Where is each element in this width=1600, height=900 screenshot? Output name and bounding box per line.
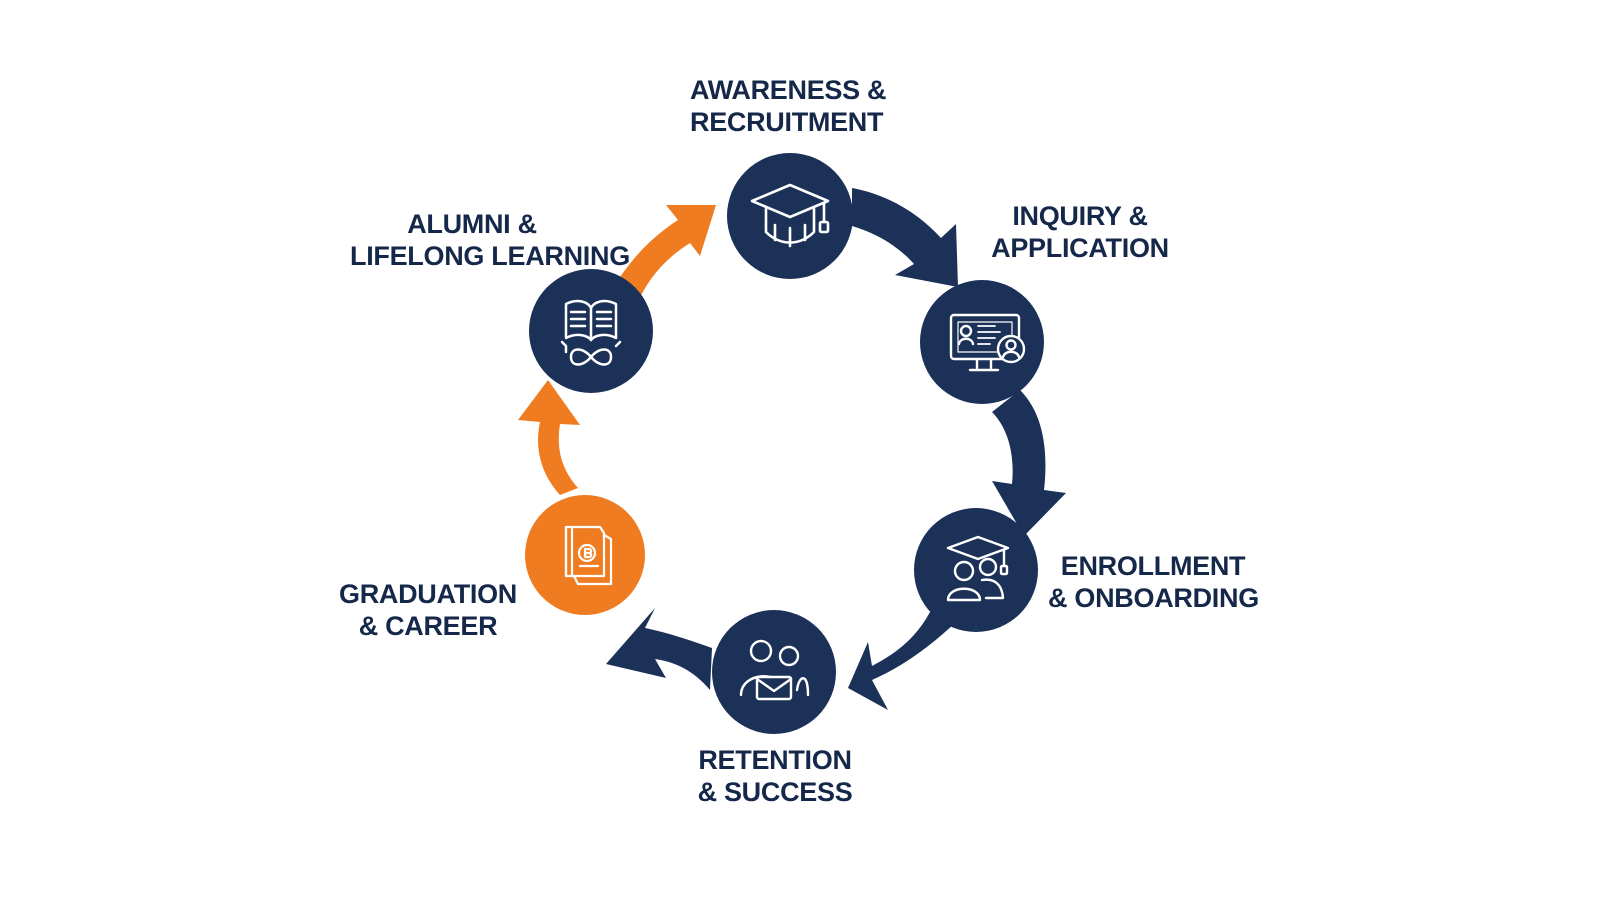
label-line: INQUIRY & <box>1012 201 1148 231</box>
label-line: & CAREER <box>358 611 498 641</box>
computer-profile-icon <box>949 313 1026 372</box>
label-awareness: AWARENESS & RECRUITMENT <box>690 74 887 138</box>
label-line: AWARENESS & <box>690 75 887 105</box>
arrow-inquiry-to-enrollment <box>992 390 1066 536</box>
label-line: GRADUATION <box>339 579 517 609</box>
stage-enrollment <box>914 508 1038 632</box>
label-alumni: ALUMNI & LIFELONG LEARNING <box>350 208 630 272</box>
arrow-alumni-to-awareness <box>610 205 716 306</box>
label-line: ENROLLMENT <box>1060 551 1246 581</box>
label-line: APPLICATION <box>991 233 1169 263</box>
stage-circle <box>712 610 836 734</box>
label-inquiry: INQUIRY & APPLICATION <box>990 200 1170 264</box>
student-group-cap-icon <box>946 535 1010 602</box>
label-line: & SUCCESS <box>697 777 853 807</box>
stage-circle <box>920 280 1044 404</box>
arrow-awareness-to-inquiry <box>852 188 958 287</box>
stage-alumni <box>529 269 653 393</box>
arrows <box>518 188 1066 710</box>
graduation-cap-icon <box>750 183 830 248</box>
stage-graduation <box>525 495 645 615</box>
stage-circle <box>914 508 1038 632</box>
label-line: ALUMNI & <box>407 209 537 239</box>
stage-retention <box>712 610 836 734</box>
arrow-enrollment-to-retention <box>848 612 958 710</box>
label-retention: RETENTION & SUCCESS <box>690 744 860 808</box>
people-message-icon <box>739 639 810 701</box>
label-enrollment: ENROLLMENT & ONBOARDING <box>1048 550 1259 614</box>
label-line: RETENTION <box>698 745 852 775</box>
diploma-book-icon <box>564 525 613 586</box>
label-line: & ONBOARDING <box>1048 583 1259 613</box>
label-line: RECRUITMENT <box>690 107 884 137</box>
arrow-graduation-to-alumni <box>518 380 580 495</box>
label-graduation: GRADUATION & CAREER <box>334 578 522 642</box>
open-book-infinity-icon <box>560 299 622 366</box>
arrow-retention-to-graduation <box>606 608 712 690</box>
label-line: LIFELONG LEARNING <box>350 241 630 271</box>
stage-awareness <box>727 153 853 279</box>
stage-inquiry <box>920 280 1044 404</box>
